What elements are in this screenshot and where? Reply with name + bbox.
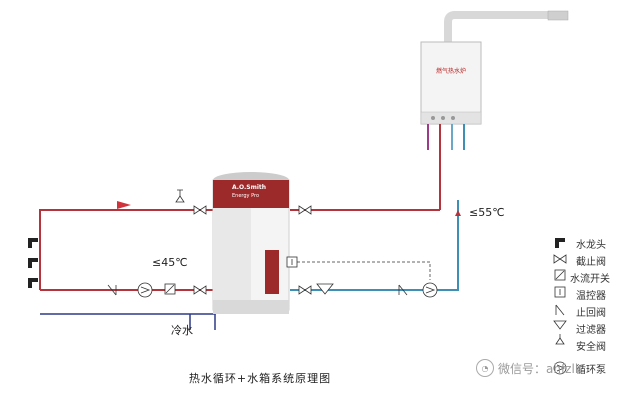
shutoff-valve-icon [553, 254, 567, 264]
legend-label-faucet: 水龙头 [576, 240, 606, 251]
pump-right [422, 282, 438, 298]
faucet-icon [555, 238, 565, 248]
temp-limit-45: ≤45℃ [152, 256, 188, 269]
legend-label-check-valve: 止回阀 [576, 308, 606, 319]
cold-water-label: 冷水 [171, 324, 193, 337]
flow-switch [164, 283, 176, 295]
faucets [28, 238, 38, 288]
check-valve-right [398, 284, 408, 296]
thermostat-icon [554, 286, 566, 298]
thermostat [286, 256, 298, 268]
legend-label-safety-valve: 安全阀 [576, 342, 606, 353]
shutoff-valve-return [193, 285, 207, 295]
legend-label-pump: 循环泵 [576, 365, 606, 376]
watermark-text: 微信号：ahfzlk [498, 361, 582, 376]
temp-limit-55: ≤55℃ [469, 206, 505, 219]
flow-switch-icon [554, 269, 566, 281]
water-tank [212, 172, 290, 314]
tank-brand: A.O.Smith [232, 184, 267, 191]
legend-icons [553, 238, 567, 375]
pump-icon [553, 361, 567, 375]
filter-icon [553, 320, 567, 330]
diagram-caption: 热水循环+水箱系统原理图 [188, 372, 332, 385]
pump-left [137, 282, 153, 298]
legend-label-thermostat: 温控器 [576, 291, 606, 302]
shutoff-valve-tank-bottom [298, 285, 312, 295]
legend-label-flow-switch: 水流开关 [570, 274, 610, 285]
filter [316, 283, 334, 295]
flue-pipe [444, 10, 569, 42]
wechat-icon: ◔ [476, 359, 494, 377]
legend-label-shutoff: 截止阀 [576, 257, 606, 268]
boiler-name: 燃气热水炉 [436, 68, 467, 75]
safety-valve-icon [555, 334, 565, 345]
check-valve-icon [555, 304, 565, 316]
watermark: ◔ 微信号：ahfzlk [476, 359, 582, 377]
legend-label-filter: 过滤器 [576, 325, 606, 336]
gas-boiler [420, 41, 482, 125]
shutoff-valve-tank-left [193, 205, 207, 215]
tank-model: Energy Pro [232, 193, 260, 199]
shutoff-valve-tank-right [298, 205, 312, 215]
safety-valve [175, 189, 185, 203]
check-valve-left [107, 284, 117, 296]
